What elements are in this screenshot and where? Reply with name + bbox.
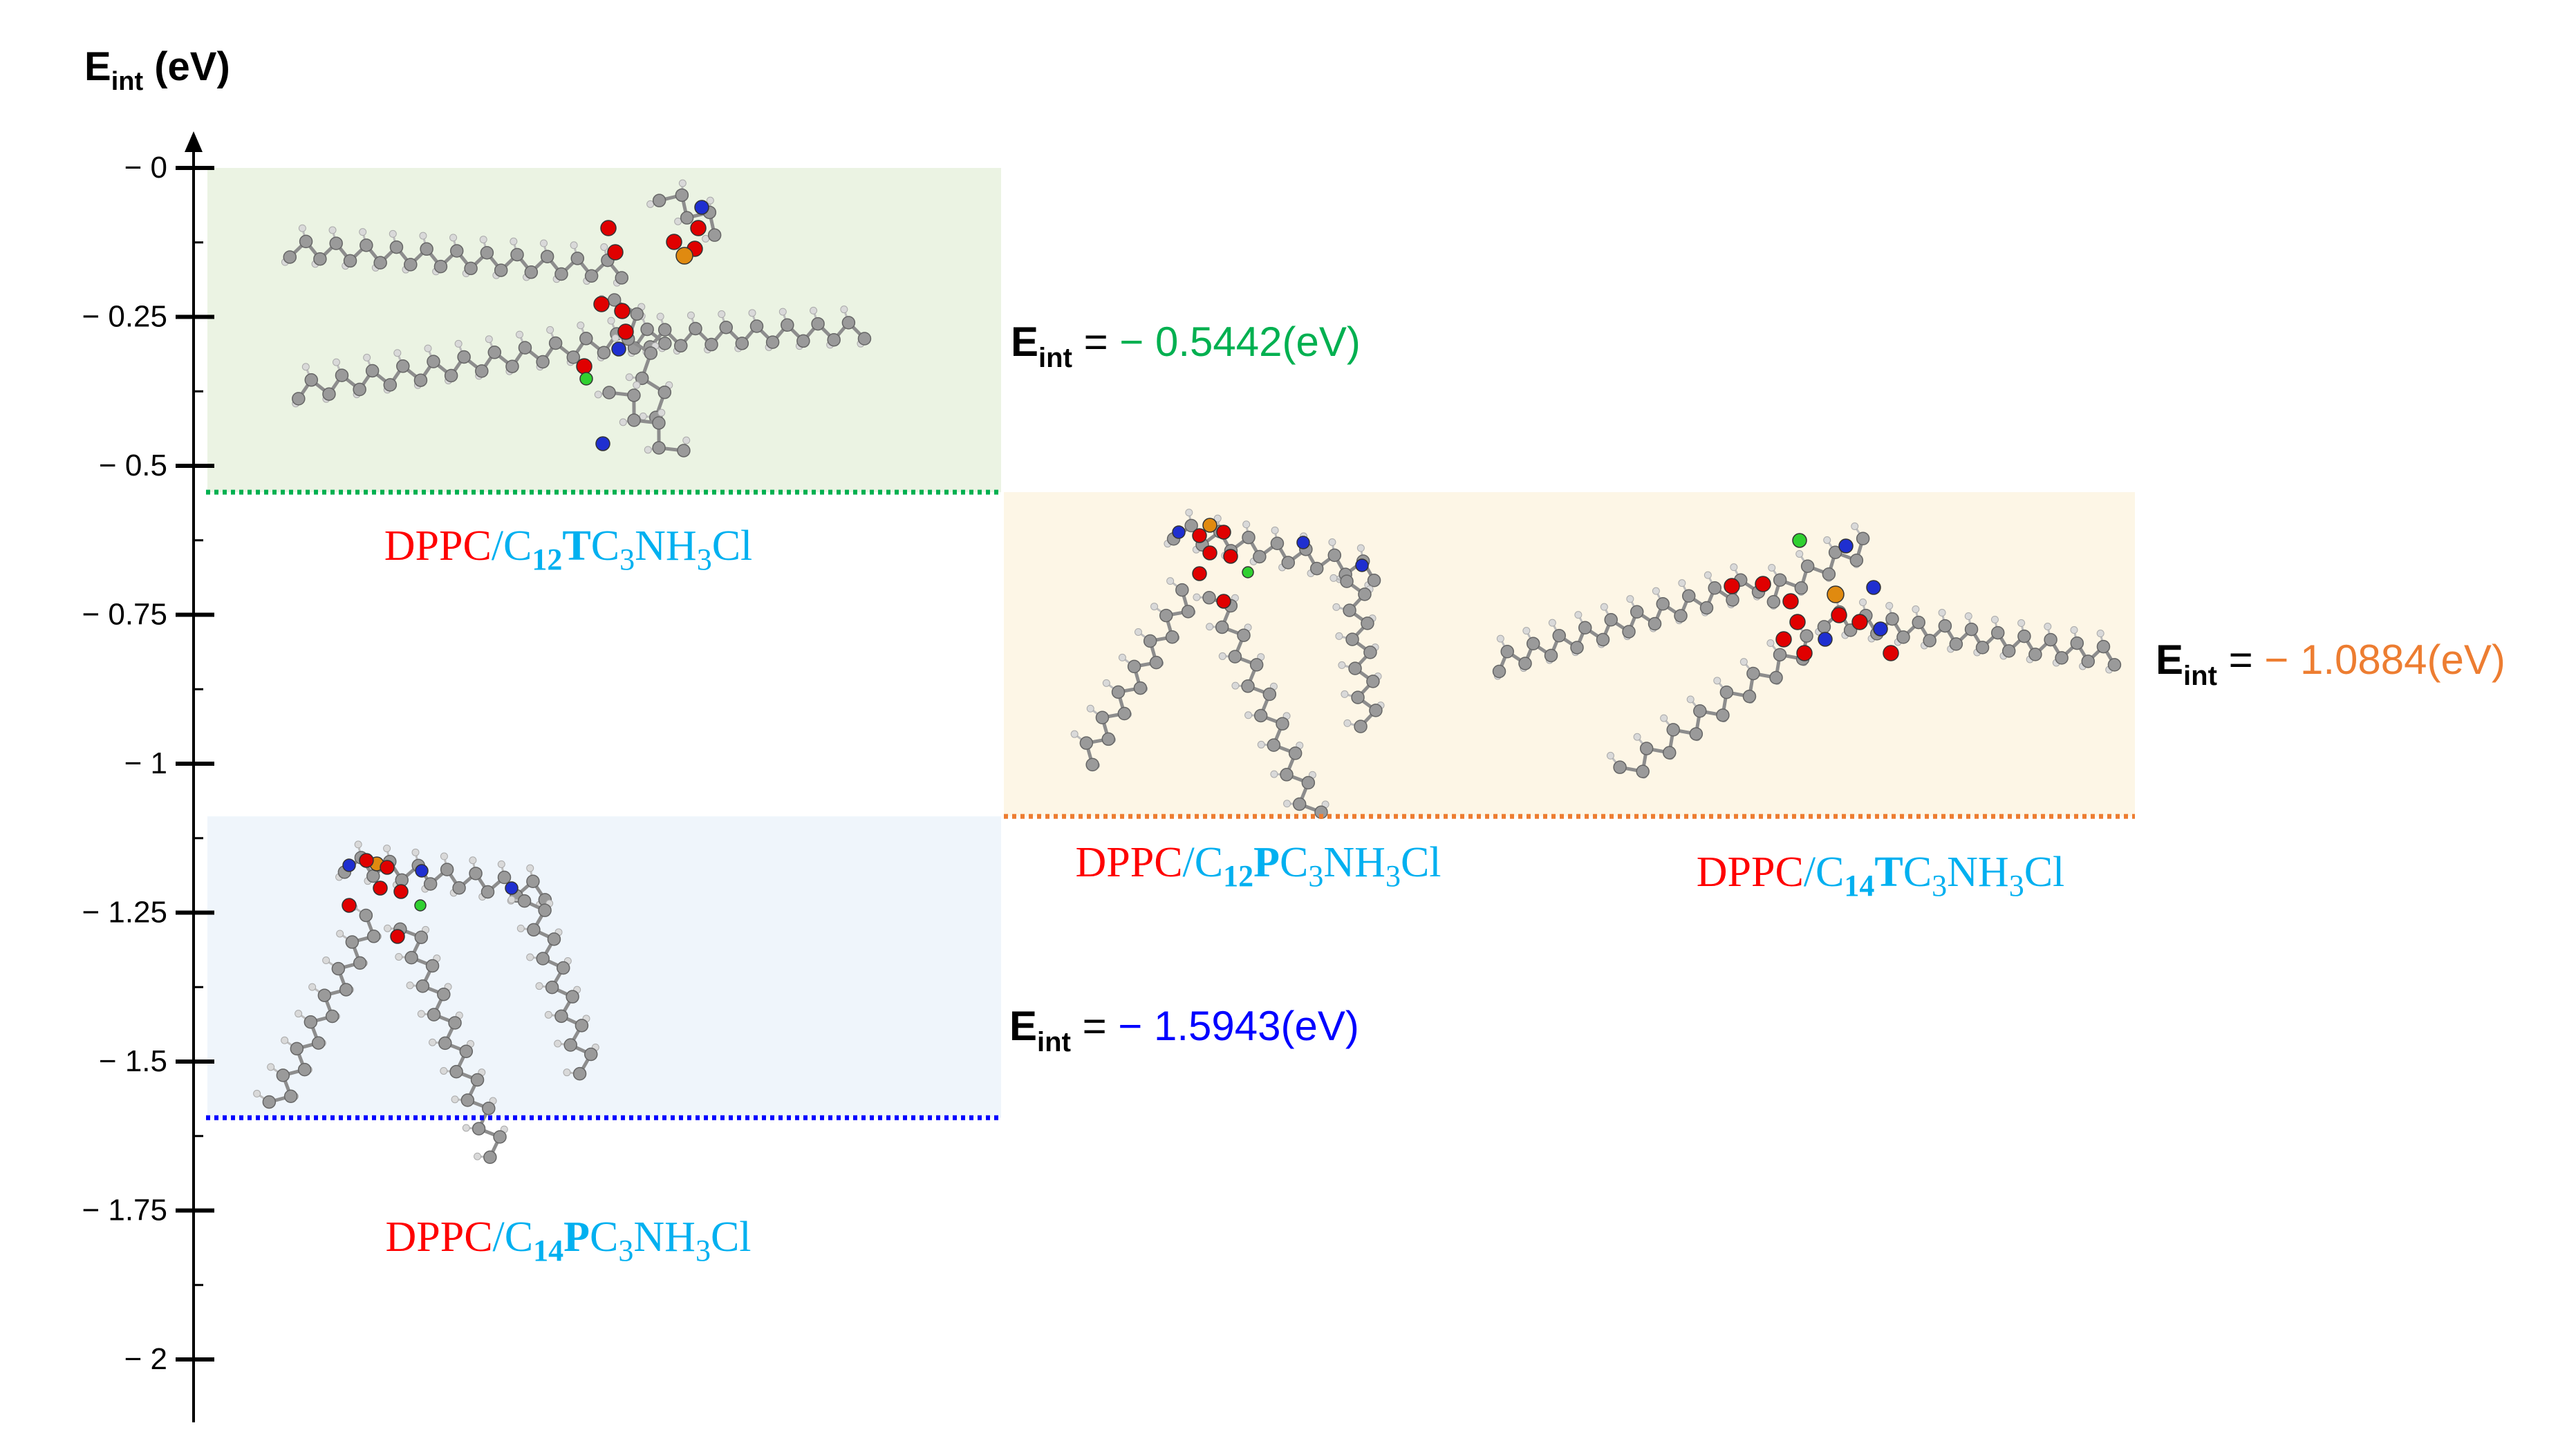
axis-arrow-icon: [185, 131, 203, 152]
energy-levels: [206, 489, 2135, 1120]
axis-tick-label: − 1: [124, 746, 167, 780]
molecule-c14p: [253, 840, 599, 1165]
axis-tick-label: − 0.75: [82, 598, 167, 632]
axis-tick-label: − 0.25: [82, 300, 167, 334]
formula-c14t: DPPC/C14TC3NH3Cl: [1697, 849, 2065, 903]
formula-c12p: DPPC/C12PC3NH3Cl: [1075, 839, 1441, 893]
molecule-c12t: [281, 179, 872, 458]
energy-axis: − 0 − 0.25 − 0.5 − 0.75 − 1 − 1.25 − 1.5 − 1.75…: [82, 44, 230, 1422]
axis-tick-label: − 0.5: [99, 449, 167, 482]
eint-label-green: Eint = − 0.5442(eV): [1011, 319, 1361, 373]
molecule-renders: [253, 179, 2122, 1165]
band-orange: [1004, 492, 2135, 817]
eint-label-blue: Eint = − 1.5943(eV): [1009, 1003, 1359, 1057]
molecule-c14t: [1492, 522, 2122, 779]
axis-tick-label: − 0: [124, 151, 167, 185]
formula-c12t: DPPC/C12TC3NH3Cl: [384, 522, 753, 576]
band-blue: [207, 816, 1001, 1118]
axis-tick-label: − 1.5: [99, 1044, 167, 1078]
molecule-c12p: [1070, 509, 1385, 819]
axis-title: Eint (eV): [84, 44, 230, 96]
axis-tick-label: − 1.25: [82, 896, 167, 930]
axis-tick-label: − 2: [124, 1342, 167, 1376]
eint-label-orange: Eint = − 1.0884(eV): [2156, 637, 2505, 691]
axis-tick-label: − 1.75: [82, 1194, 167, 1227]
labels: Eint = − 0.5442(eV) Eint = − 1.0884(eV) Ei…: [384, 319, 2505, 1268]
formula-c14p: DPPC/C14PC3NH3Cl: [385, 1214, 751, 1268]
